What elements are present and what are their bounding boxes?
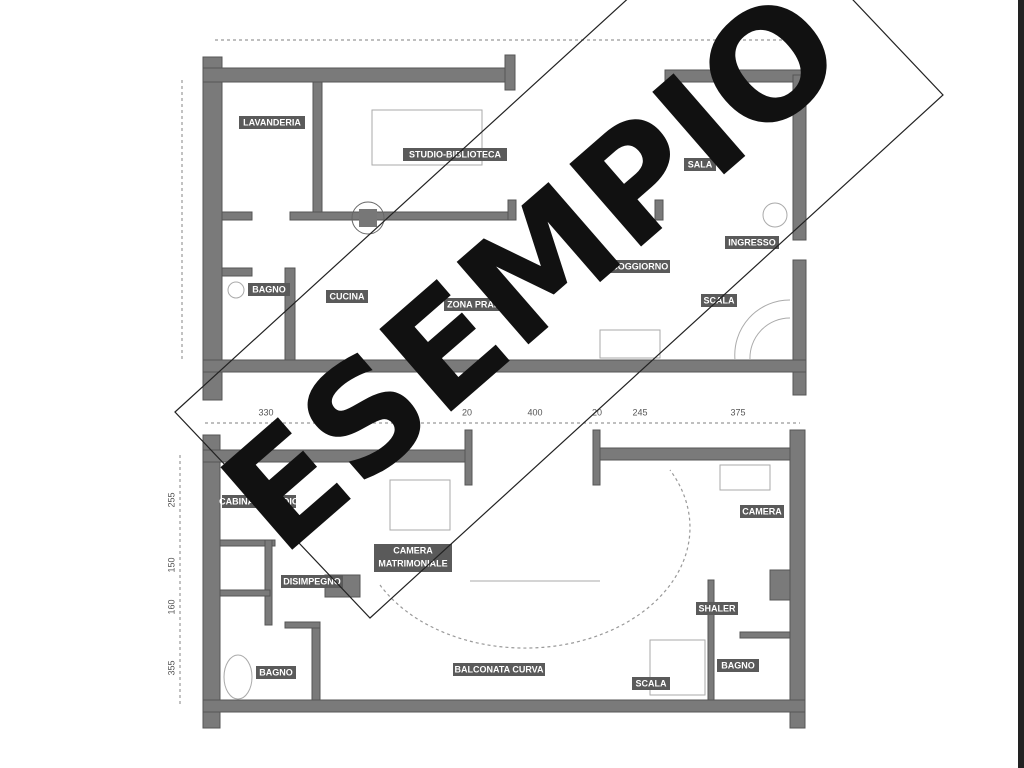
furniture — [762, 202, 788, 228]
svg-text:330: 330 — [258, 407, 273, 417]
fixture — [227, 281, 245, 299]
furniture — [371, 109, 483, 166]
svg-text:BALCONATA CURVA: BALCONATA CURVA — [455, 664, 544, 674]
wall — [594, 447, 801, 461]
dimension-labels: 330 20 400 20 245 375 255 150 160 355 — [166, 407, 745, 675]
room-label-ingresso: INGRESSO — [725, 236, 779, 249]
room-label-bagno-2: BAGNO — [717, 659, 759, 672]
wall — [792, 259, 807, 396]
furniture — [719, 464, 771, 491]
room-label-camera-matrimoniale: CAMERA MATRIMONIALE — [374, 544, 452, 572]
wall — [504, 54, 516, 91]
svg-text:CUCINA: CUCINA — [330, 291, 365, 301]
wall — [202, 434, 221, 729]
wall — [202, 56, 223, 401]
wall — [311, 621, 321, 701]
wall — [264, 539, 273, 626]
svg-text:20: 20 — [592, 407, 602, 417]
svg-text:20: 20 — [462, 407, 472, 417]
wall — [769, 569, 791, 601]
svg-text:STUDIO-BIBLIOTECA: STUDIO-BIBLIOTECA — [409, 149, 501, 159]
svg-text:BAGNO: BAGNO — [259, 667, 293, 677]
scan-border — [1018, 0, 1024, 768]
room-label-balconata-curva: BALCONATA CURVA — [453, 663, 545, 676]
svg-text:SALA: SALA — [688, 159, 713, 169]
svg-text:SOGGIORNO: SOGGIORNO — [612, 261, 669, 271]
lower-floor-plan — [179, 422, 806, 729]
wall — [221, 267, 253, 277]
svg-text:BAGNO: BAGNO — [721, 660, 755, 670]
svg-text:SHALER: SHALER — [698, 603, 736, 613]
svg-text:150: 150 — [166, 557, 176, 572]
wall — [202, 359, 807, 373]
svg-text:BAGNO: BAGNO — [252, 284, 286, 294]
room-label-scala: SCALA — [701, 294, 737, 307]
wall — [507, 199, 517, 221]
column — [351, 201, 385, 235]
wall — [464, 429, 473, 486]
watermark-frame — [174, 0, 944, 619]
svg-text:MATRIMONIALE: MATRIMONIALE — [378, 558, 447, 568]
spiral-stair — [734, 299, 791, 361]
wall — [707, 579, 715, 701]
svg-text:SCALA: SCALA — [636, 678, 667, 688]
wall — [221, 211, 253, 221]
svg-text:400: 400 — [527, 407, 542, 417]
room-label-small-room: SHALER — [696, 602, 738, 615]
room-label-bagno: BAGNO — [256, 666, 296, 679]
room-label-zona-pranzo: ZONA PRANZO — [444, 298, 516, 311]
wall — [312, 81, 323, 219]
room-label-scala: SCALA — [632, 677, 670, 690]
wall — [219, 539, 276, 547]
wall — [202, 699, 806, 713]
wall — [789, 429, 806, 729]
bed — [389, 479, 451, 531]
wall — [592, 429, 601, 486]
spiral-stair — [749, 317, 791, 361]
svg-text:160: 160 — [166, 599, 176, 614]
wall — [792, 74, 807, 241]
room-label-sala: SALA — [684, 158, 716, 171]
room-label-bagno: BAGNO — [248, 283, 290, 296]
svg-text:LAVANDERIA: LAVANDERIA — [243, 117, 301, 127]
curved-balcony-line — [379, 469, 691, 649]
svg-text:CAMERA: CAMERA — [393, 545, 433, 555]
wall — [284, 621, 321, 629]
svg-text:DISIMPEGNO: DISIMPEGNO — [283, 576, 341, 586]
wall — [202, 67, 516, 83]
wall — [284, 267, 296, 361]
svg-text:SCALA: SCALA — [704, 295, 735, 305]
wall — [654, 199, 664, 221]
stair — [649, 639, 706, 696]
room-label-lavanderia: LAVANDERIA — [239, 116, 305, 129]
furniture — [599, 329, 661, 359]
room-label-disimpegno: DISIMPEGNO — [281, 575, 343, 588]
wall — [739, 631, 791, 639]
column — [359, 209, 377, 227]
wall — [219, 589, 271, 597]
svg-text:355: 355 — [166, 660, 176, 675]
upper-room-labels: LAVANDERIA STUDIO-BIBLIOTECA SALA INGRES… — [239, 116, 779, 311]
svg-text:CAMERA: CAMERA — [742, 506, 782, 516]
room-label-cucina: CUCINA — [326, 290, 368, 303]
upper-floor-plan — [181, 39, 807, 401]
room-label-studio: STUDIO-BIBLIOTECA — [403, 148, 507, 161]
svg-text:INGRESSO: INGRESSO — [728, 237, 776, 247]
bathtub — [223, 654, 253, 700]
svg-text:245: 245 — [632, 407, 647, 417]
room-label-soggiorno: SOGGIORNO — [610, 260, 670, 273]
svg-text:255: 255 — [166, 492, 176, 507]
room-label-camera: CAMERA — [740, 505, 784, 518]
svg-text:375: 375 — [730, 407, 745, 417]
svg-text:ZONA PRANZO: ZONA PRANZO — [447, 299, 513, 309]
